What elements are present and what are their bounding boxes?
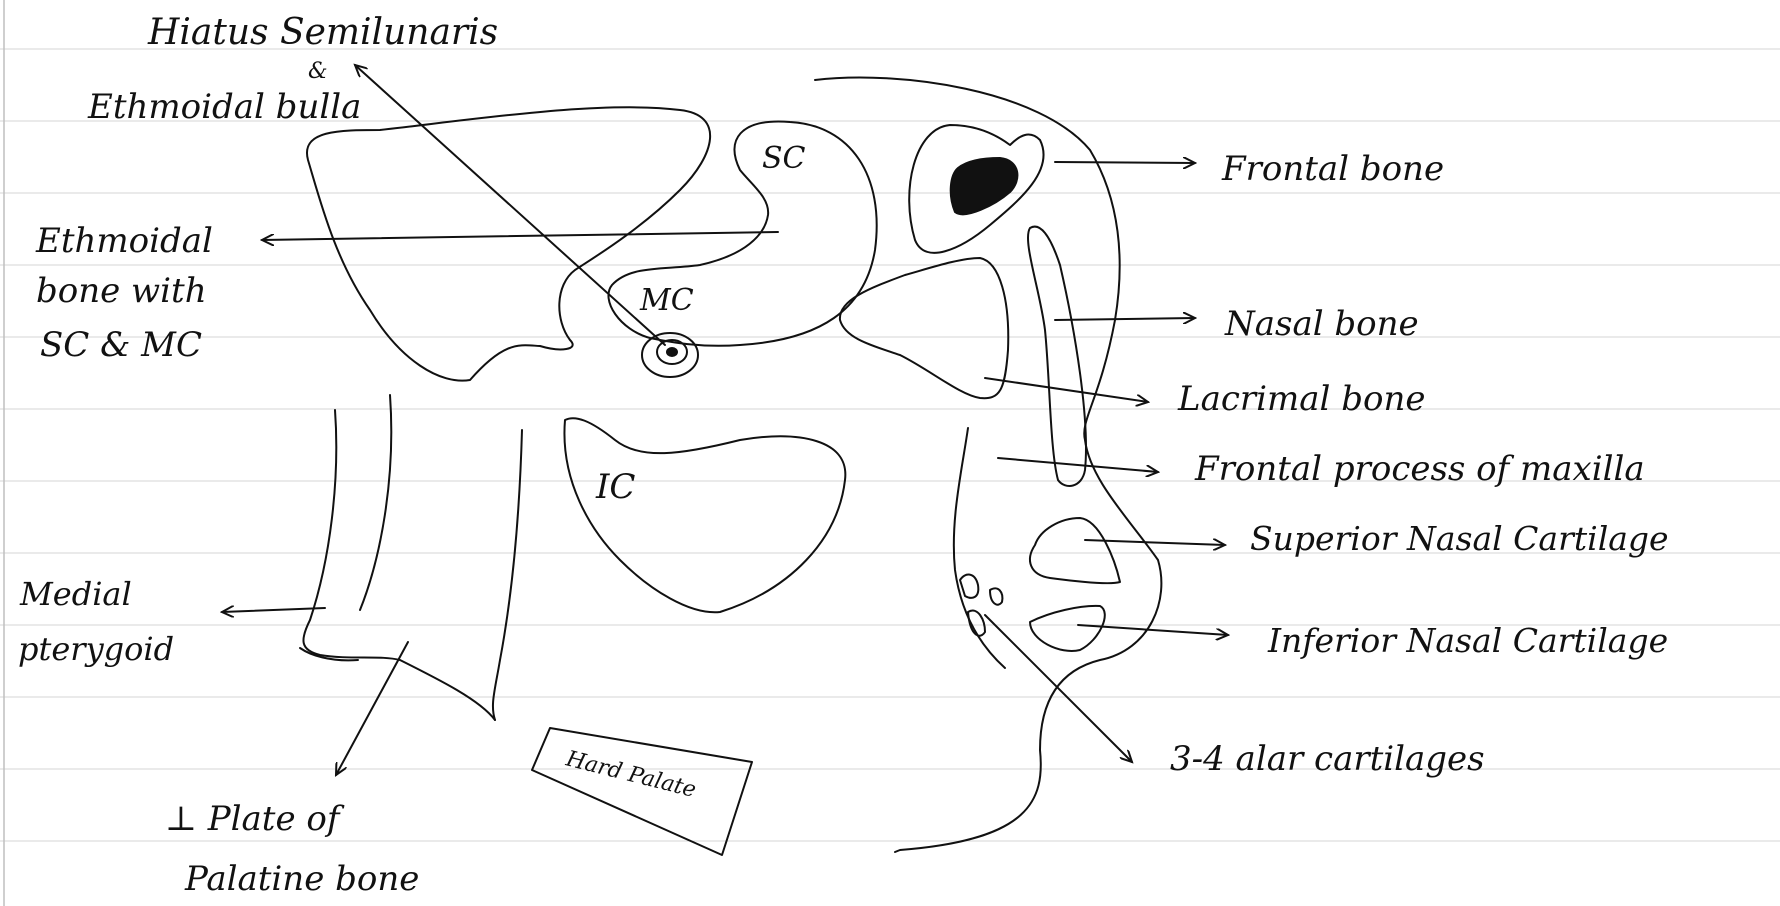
sc-label: SC	[762, 141, 806, 176]
nasal-bone-label: Nasal bone	[1224, 304, 1419, 344]
ic-label: IC	[595, 467, 635, 507]
ethmoidal-bone-label-line3: SC & MC	[40, 325, 202, 365]
ethmoidal-bone-label-line1: Ethmoidal	[35, 221, 213, 261]
lacrimal-bone-label: Lacrimal bone	[1177, 379, 1425, 419]
mc-label: MC	[639, 283, 694, 318]
hard-palate-label: Hard Palate	[563, 746, 699, 803]
hiatus-opening-circles	[642, 333, 698, 377]
perpendicular-plate-label-line2: Palatine bone	[184, 859, 419, 899]
lacrimal-region-outline	[840, 258, 1008, 398]
superior-nasal-cartilage-label: Superior Nasal Cartilage	[1250, 519, 1669, 558]
medial-pterygoid-label-line2: pterygoid	[18, 630, 174, 668]
ethmoidal-bone-label-line2: bone with	[36, 271, 207, 311]
frontal-process-outline	[954, 428, 1005, 668]
frontal-bone-label: Frontal bone	[1221, 149, 1444, 189]
frontal-bone-outline	[815, 78, 1161, 852]
inferior-nasal-cartilage-outline	[1030, 606, 1105, 651]
superior-nasal-cartilage-outline	[1030, 518, 1120, 583]
and-label: &	[308, 59, 328, 84]
inferior-concha-outline	[564, 418, 845, 612]
alar-cartilages-label: 3-4 alar cartilages	[1170, 739, 1485, 779]
inferior-nasal-cartilage-label: Inferior Nasal Cartilage	[1267, 621, 1668, 660]
hiatus-semilunaris-label: Hiatus Semilunaris	[147, 12, 498, 53]
perpendicular-plate-label-line1: ⊥ Plate of	[165, 799, 345, 839]
hard-palate-box	[532, 728, 752, 855]
frontal-process-label: Frontal process of maxilla	[1194, 449, 1645, 489]
medial-pterygoid-label-line1: Medial	[19, 575, 132, 613]
pterygoid-plate-outline	[300, 395, 522, 720]
ethmoidal-bulla-label: Ethmoidal bulla	[87, 87, 361, 127]
